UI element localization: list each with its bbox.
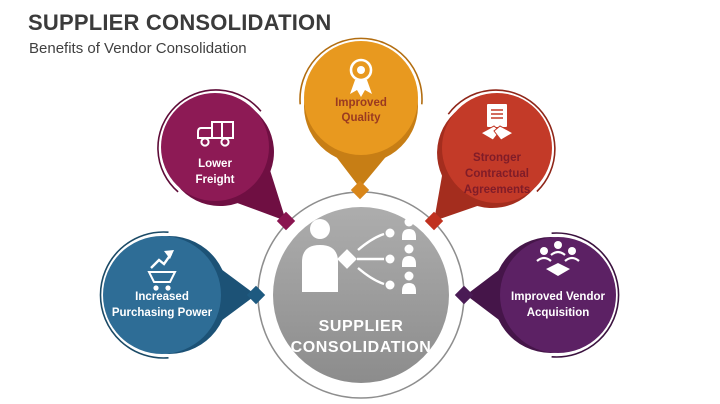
connector-diamond-stronger-contractual-agreements	[424, 211, 444, 231]
contract-handshake-icon	[479, 104, 515, 141]
node-outline-arc	[551, 232, 620, 358]
label-increased-purchasing-line2: Purchasing Power	[112, 307, 213, 319]
label-stronger-contractual-line1: Stronger	[473, 152, 521, 164]
connector-diamond-improved-vendor-acquisition	[454, 285, 474, 305]
node-outline-arc	[447, 89, 556, 193]
hub-label-line1: SUPPLIER	[319, 318, 404, 335]
node-outline-arc	[299, 37, 423, 105]
node-circle	[500, 237, 616, 353]
label-improved-quality-line1: Improved	[335, 97, 387, 109]
label-improved-quality-line2: Quality	[342, 112, 382, 124]
node-improved-quality	[299, 37, 423, 188]
node-stronger-contractual-agreements	[434, 89, 556, 221]
node-outline-arc	[99, 231, 169, 359]
label-stronger-contractual-line2: Contractual	[465, 168, 529, 180]
hub-label-line2: CONSOLIDATION	[291, 339, 432, 356]
page-subtitle: Benefits of Vendor Consolidation	[29, 40, 247, 57]
hub-circle	[273, 207, 449, 383]
connector-diamond-improved-quality	[350, 180, 370, 200]
node-improved-vendor-acquisition	[466, 232, 620, 358]
node-circle	[103, 236, 221, 354]
label-stronger-contractual-line3: Agreements	[464, 184, 530, 196]
vendor-handshake-icon	[536, 241, 580, 276]
node-circle	[442, 93, 552, 203]
node-circle	[161, 93, 269, 201]
award-ribbon-icon	[349, 58, 373, 97]
label-improved-vendor-line1: Improved Vendor	[511, 291, 605, 303]
label-increased-purchasing-line1: Increased	[135, 291, 189, 303]
supplier-network-icon	[302, 217, 416, 294]
connector-diamond-increased-purchasing-power	[246, 285, 266, 305]
truck-icon	[197, 121, 234, 147]
connector-diamond-lower-freight	[276, 211, 296, 231]
label-lower-freight-line1: Lower	[198, 158, 232, 170]
node-lower-freight	[157, 89, 286, 221]
cart-growth-icon	[147, 250, 177, 291]
label-improved-vendor-line2: Acquisition	[527, 307, 590, 319]
node-increased-purchasing-power	[99, 231, 256, 359]
label-lower-freight-line2: Freight	[196, 174, 235, 186]
node-circle	[304, 41, 418, 155]
page-title: SUPPLIER CONSOLIDATION	[28, 10, 332, 35]
node-outline-arc	[157, 89, 262, 193]
